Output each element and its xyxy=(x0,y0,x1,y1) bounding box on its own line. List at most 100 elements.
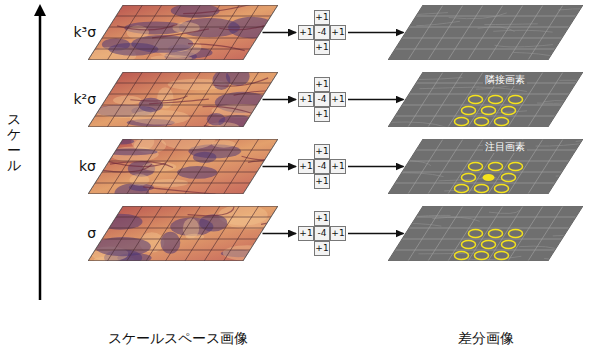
grid-line xyxy=(127,139,162,194)
image-outline xyxy=(88,5,278,60)
neighbor-pixel xyxy=(489,230,503,238)
image-content xyxy=(388,5,583,60)
neighbor-pixel xyxy=(509,230,523,238)
grid-line xyxy=(395,116,555,117)
kernel: +1+1-4+1+1 xyxy=(298,10,346,55)
neighbor-pixel xyxy=(455,118,469,126)
grid-line xyxy=(102,105,257,106)
kernel-coefficient: +1 xyxy=(298,25,314,40)
image-texture xyxy=(223,245,273,261)
flow-arrow xyxy=(263,99,297,101)
grid-line xyxy=(116,16,271,17)
grid-line xyxy=(146,72,181,127)
image-texture xyxy=(478,87,527,91)
grid-line xyxy=(402,105,562,106)
image-texture xyxy=(489,210,520,213)
neighbor-pixel xyxy=(482,241,496,249)
grid-line xyxy=(448,5,483,60)
image-texture xyxy=(242,152,278,160)
grid-line xyxy=(185,139,220,194)
kernel-coefficient: -4 xyxy=(314,159,330,174)
image-content xyxy=(388,72,583,127)
image-texture xyxy=(212,72,230,90)
grid-line xyxy=(116,217,271,218)
image-texture xyxy=(150,55,192,60)
neighbor-pixel xyxy=(509,163,523,171)
grid-line xyxy=(409,228,569,229)
column-caption: スケールスペース画像 xyxy=(108,330,248,348)
image-content xyxy=(388,139,583,194)
image-texture xyxy=(129,174,149,186)
flow-arrow xyxy=(263,166,297,168)
image-outline xyxy=(388,139,583,194)
diff-image xyxy=(388,206,583,261)
grid-line xyxy=(107,5,142,60)
grid-line xyxy=(204,139,239,194)
image-texture xyxy=(389,122,446,127)
kernel: +1+1-4+1+1 xyxy=(298,77,346,122)
flow-arrow xyxy=(263,32,297,34)
image-outline xyxy=(388,72,583,127)
target-pixel xyxy=(483,174,495,181)
scale-space-image xyxy=(88,72,278,127)
image-texture xyxy=(188,207,234,216)
grid-line xyxy=(109,94,264,95)
neighbor-pixel xyxy=(502,241,516,249)
grid-line xyxy=(166,206,201,261)
kernel-coefficient: +1 xyxy=(298,159,314,174)
image-outline xyxy=(388,5,583,60)
grid-line xyxy=(408,72,443,127)
neighbor-pixel xyxy=(455,185,469,193)
neighbor-pixel xyxy=(475,252,489,260)
neighbor-pixel xyxy=(489,163,503,171)
kernel-coefficient: +1 xyxy=(330,159,346,174)
neighbor-pixel xyxy=(462,174,476,182)
image-outline xyxy=(88,72,278,127)
image-content xyxy=(88,72,278,127)
kernel: +1+1-4+1+1 xyxy=(298,211,346,256)
image-ground xyxy=(388,206,583,261)
diff-image: 注目画素 xyxy=(388,139,583,194)
image-texture xyxy=(575,163,583,166)
neighbor-pixel xyxy=(455,252,469,260)
grid-line xyxy=(204,72,239,127)
neighbor-pixel xyxy=(495,185,509,193)
scale-space-image xyxy=(88,139,278,194)
pixel-label: 注目画素 xyxy=(483,140,527,153)
flow-arrow xyxy=(348,99,404,101)
scale-image: kσ xyxy=(88,139,278,194)
grid-line xyxy=(166,72,201,127)
pixel-label: 隣接画素 xyxy=(483,73,527,86)
image-texture xyxy=(109,139,134,144)
grid-line xyxy=(116,150,271,151)
kernel: +1+1-4+1+1 xyxy=(298,144,346,189)
image-texture xyxy=(262,18,278,26)
image-texture xyxy=(389,224,441,227)
image-texture xyxy=(472,111,527,114)
grid-line xyxy=(95,250,250,251)
image-texture xyxy=(109,162,167,167)
grid-line xyxy=(528,5,563,60)
scale-space-image xyxy=(88,206,278,261)
grid-line xyxy=(204,5,239,60)
neighbor-pixel xyxy=(502,107,516,115)
image-texture xyxy=(103,149,158,156)
grid-line xyxy=(428,5,463,60)
grid-line xyxy=(146,206,181,261)
kernel-coefficient: +1 xyxy=(330,92,346,107)
image-texture xyxy=(219,21,278,30)
image-texture xyxy=(183,5,253,14)
grid-line xyxy=(408,139,443,194)
neighbor-pixel xyxy=(489,96,503,104)
image-content xyxy=(388,206,583,261)
grid-line xyxy=(528,206,563,261)
image-texture xyxy=(271,224,278,228)
grid-line xyxy=(127,5,162,60)
neighbor-pixel xyxy=(469,230,483,238)
kernel-coefficient: +1 xyxy=(298,92,314,107)
grid-line xyxy=(185,206,220,261)
kernel-coefficient: +1 xyxy=(298,226,314,241)
neighbor-pixel xyxy=(502,174,516,182)
grid-line xyxy=(146,5,181,60)
grid-line xyxy=(409,161,569,162)
